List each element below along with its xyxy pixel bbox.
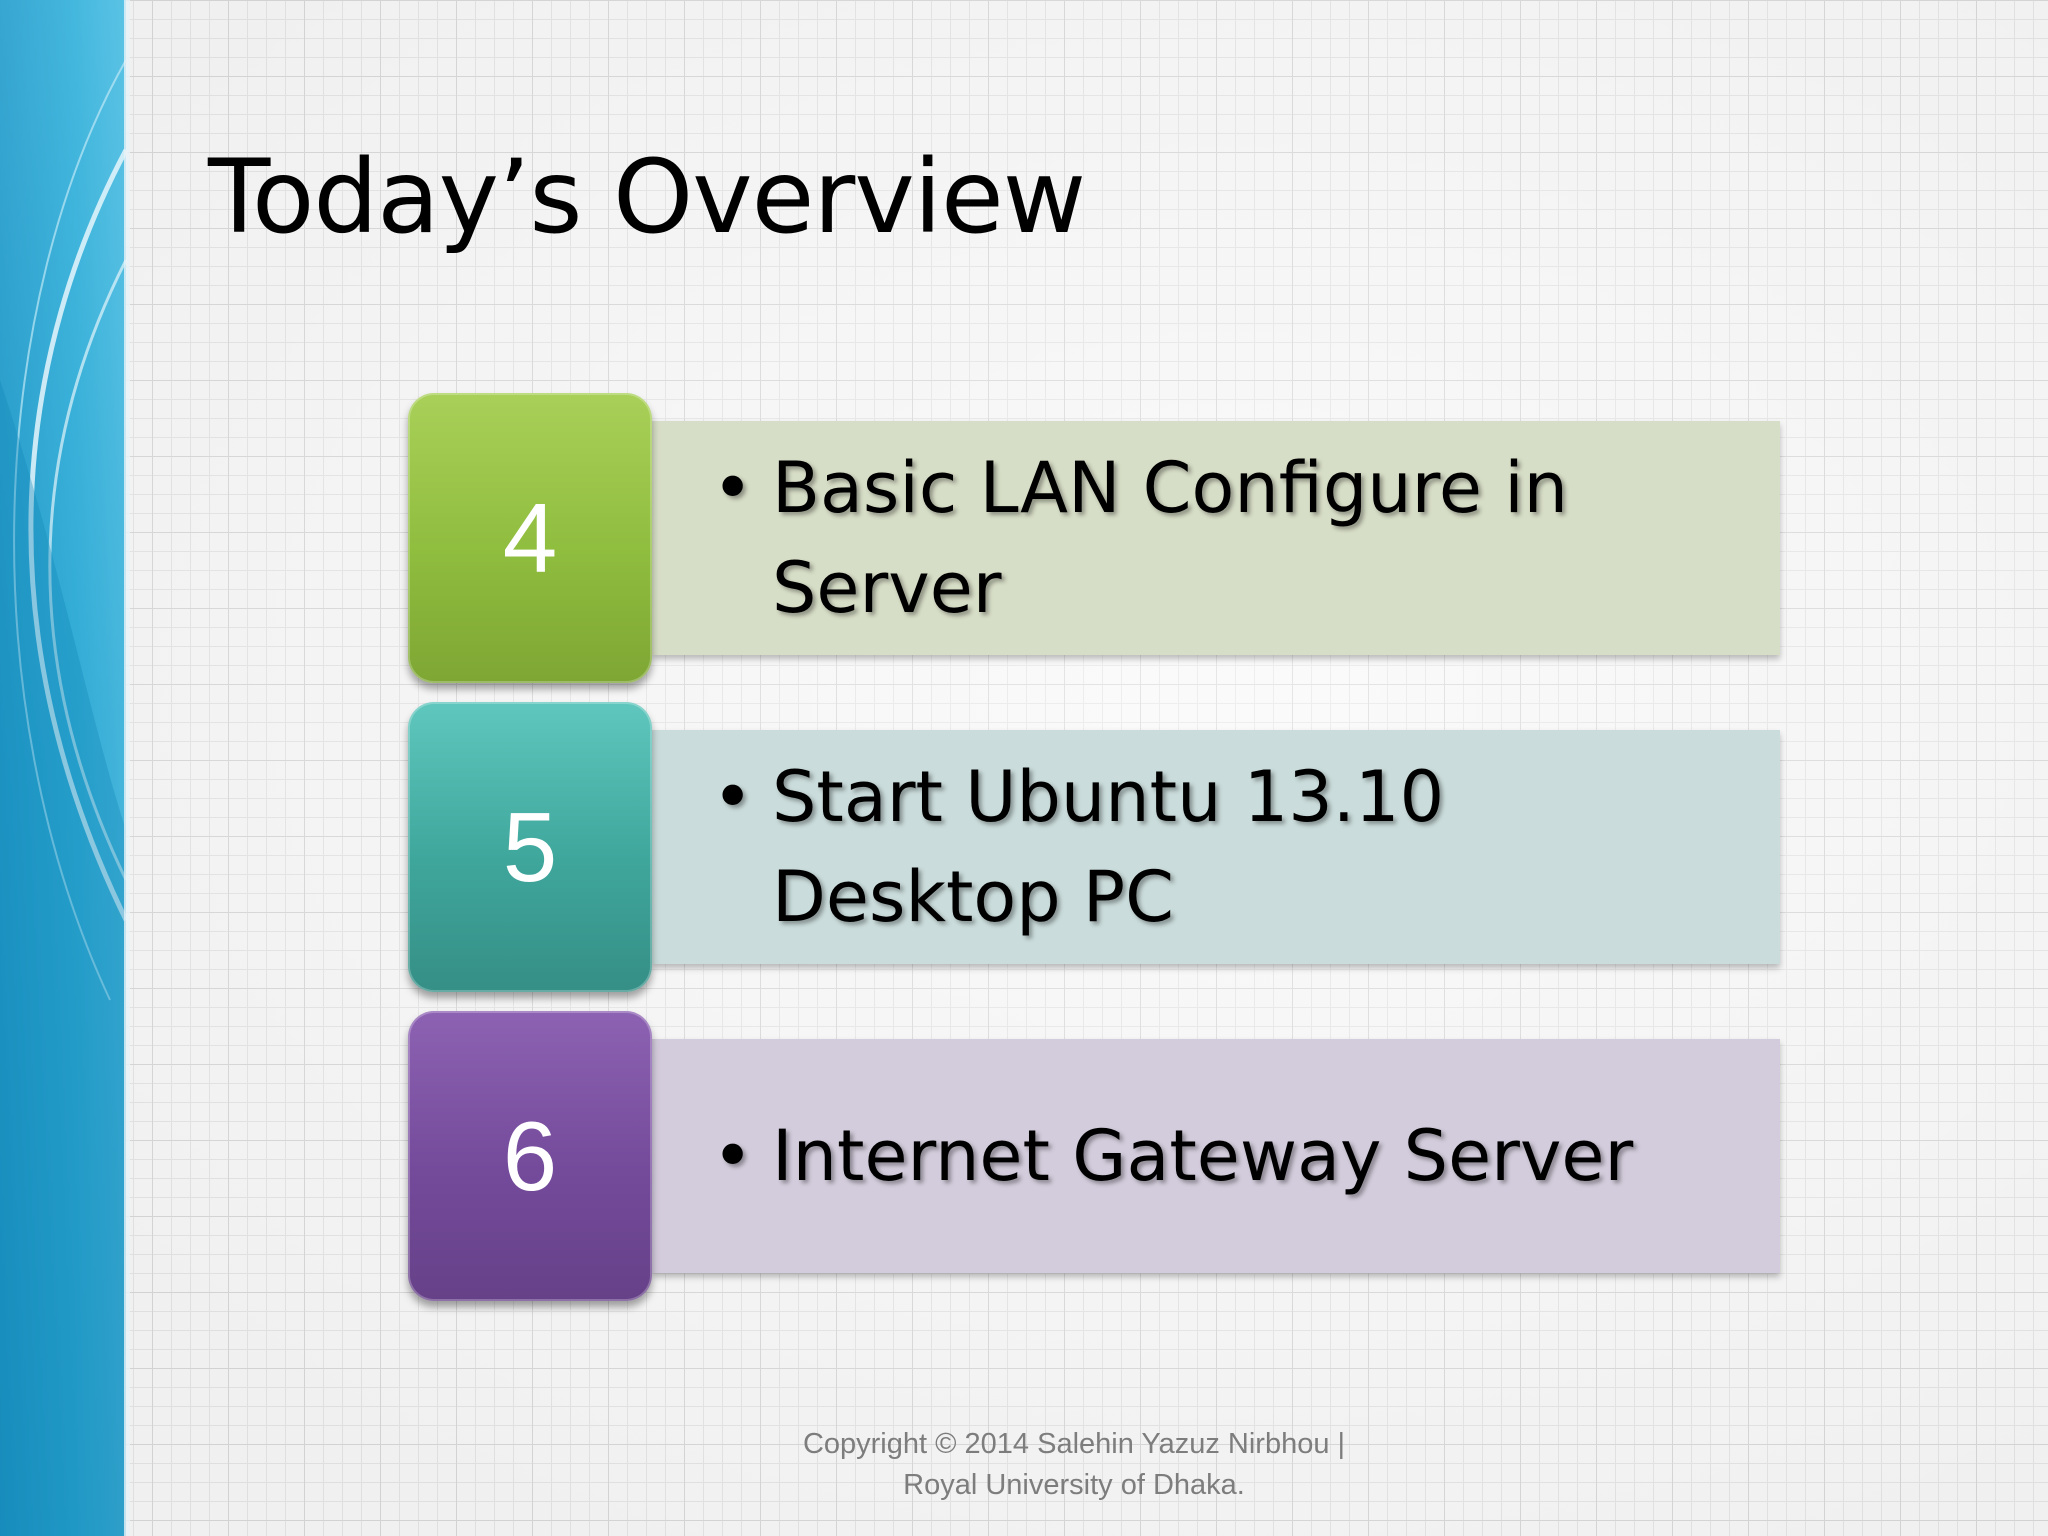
bullet-line: • Start Ubuntu 13.10 Desktop PC (712, 747, 1672, 947)
bullet-dot: • (712, 756, 754, 838)
item-text-panel: • Internet Gateway Server (652, 1039, 1780, 1273)
overview-item-6: 6 • Internet Gateway Server (408, 1011, 1780, 1305)
item-text: Basic LAN Configure in Server (772, 447, 1569, 629)
item-text: Internet Gateway Server (772, 1115, 1634, 1197)
item-number-badge: 5 (408, 702, 652, 992)
overview-list: 4 • Basic LAN Configure in Server 5 • St… (408, 393, 1780, 1320)
item-text-panel: • Basic LAN Configure in Server (652, 421, 1780, 655)
bullet-line: • Basic LAN Configure in Server (712, 438, 1672, 638)
overview-item-5: 5 • Start Ubuntu 13.10 Desktop PC (408, 702, 1780, 996)
item-text-panel: • Start Ubuntu 13.10 Desktop PC (652, 730, 1780, 964)
overview-item-4: 4 • Basic LAN Configure in Server (408, 393, 1780, 687)
copyright-footer: Copyright © 2014 Salehin Yazuz Nirbhou |… (0, 1424, 2048, 1506)
bullet-dot: • (712, 447, 754, 529)
item-number-badge: 4 (408, 393, 652, 683)
bullet-dot: • (712, 1115, 754, 1197)
item-text: Start Ubuntu 13.10 Desktop PC (772, 756, 1445, 938)
slide-title: Today’s Overview (208, 138, 1086, 257)
bullet-line: • Internet Gateway Server (712, 1106, 1633, 1206)
footer-line-2: Royal University of Dhaka. (903, 1469, 1245, 1501)
item-number-badge: 6 (408, 1011, 652, 1301)
decorative-side-band (0, 0, 130, 1536)
footer-line-1: Copyright © 2014 Salehin Yazuz Nirbhou | (802, 1428, 1346, 1460)
